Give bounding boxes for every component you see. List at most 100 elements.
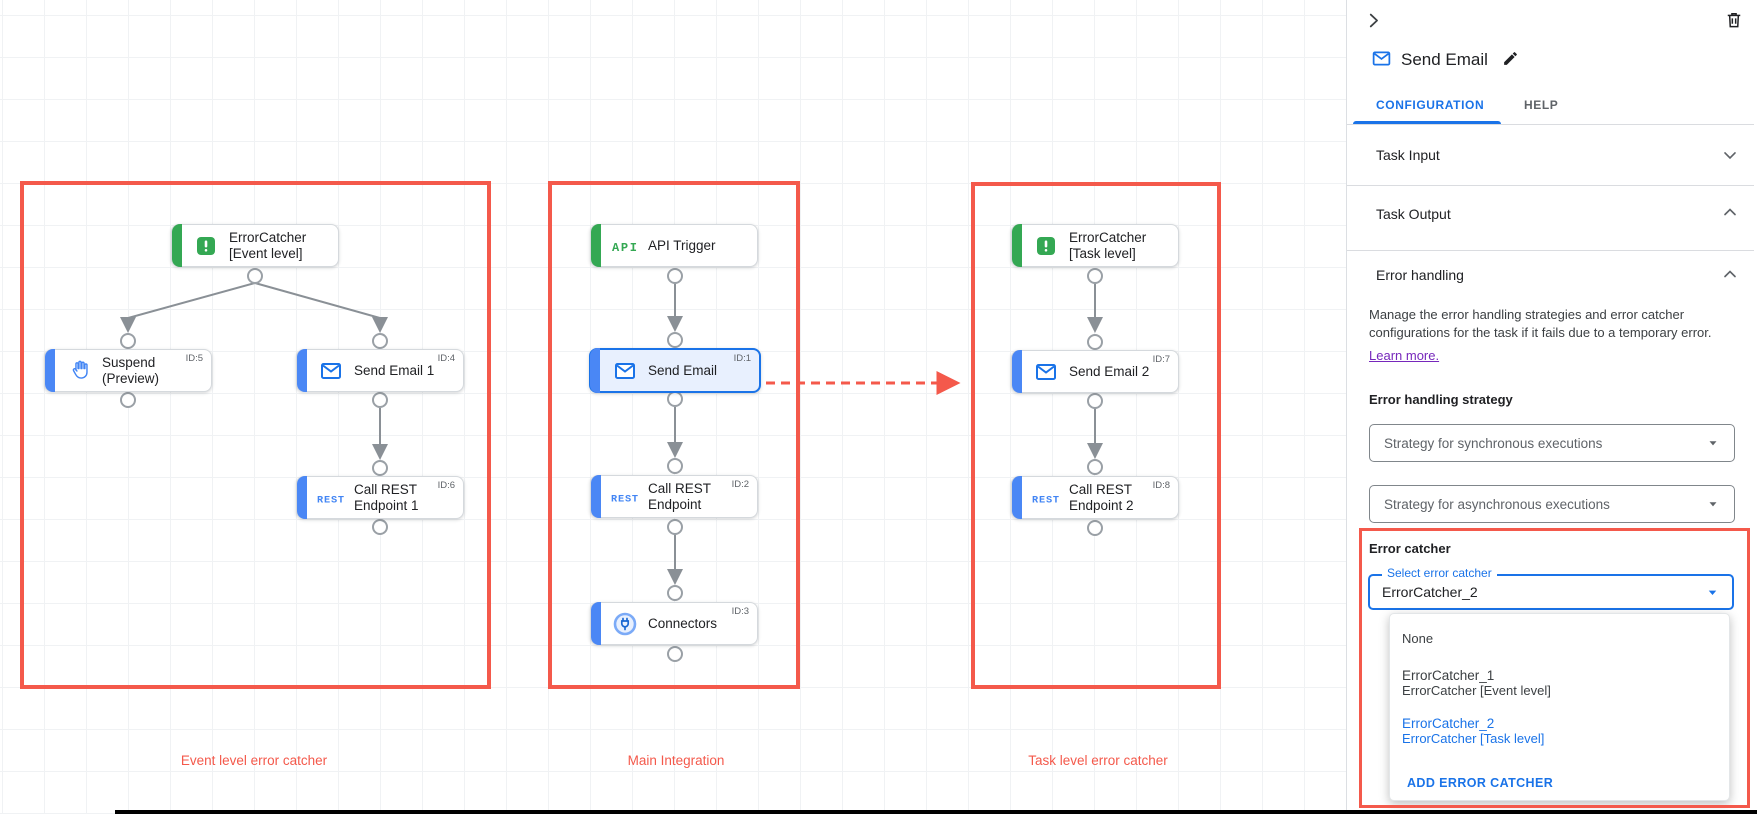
node-accent-bar (590, 348, 600, 393)
node-suspend[interactable]: Suspend(Preview) ID:5 (44, 349, 212, 392)
node-accent-bar (1012, 476, 1022, 519)
node-label: Connectors (648, 615, 718, 631)
dropdown-caret-icon (1709, 502, 1717, 507)
node-label: API Trigger (648, 237, 716, 253)
section-error-handling[interactable]: Error handling (1347, 251, 1754, 297)
select-error-catcher[interactable]: ErrorCatcher_2 (1368, 574, 1734, 610)
svg-text:REST: REST (317, 494, 344, 506)
section-label: Task Output (1376, 206, 1451, 222)
menu-option-errorcatcher-1[interactable]: ErrorCatcher_1 ErrorCatcher [Event level… (1402, 668, 1721, 698)
error-catcher-icon (192, 234, 220, 258)
section-label: Task Input (1376, 147, 1440, 163)
add-error-catcher-label: ADD ERROR CATCHER (1407, 776, 1554, 790)
api-icon: API (611, 237, 639, 255)
tab-configuration[interactable]: CONFIGURATION (1376, 98, 1485, 112)
node-accent-bar (1012, 350, 1022, 393)
node-id-badge: ID:2 (731, 479, 749, 490)
node-id-badge: ID:3 (731, 606, 749, 617)
node-accent-bar (591, 224, 601, 267)
node-label: ErrorCatcher[Task level] (1069, 229, 1147, 261)
chevron-up-icon[interactable] (1720, 202, 1740, 227)
node-errorcatcher-task-level[interactable]: ErrorCatcher[Task level] (1011, 224, 1179, 267)
sync-strategy-dropdown[interactable]: Strategy for synchronous executions (1369, 424, 1735, 462)
dropdown-caret-icon (1709, 441, 1717, 446)
svg-text:REST: REST (1032, 494, 1059, 506)
error-catcher-label: Error catcher (1369, 541, 1451, 556)
node-accent-bar (297, 476, 307, 519)
chevron-down-icon[interactable] (1720, 145, 1740, 170)
section-task-output[interactable]: Task Output (1347, 186, 1754, 250)
menu-option-detail: ErrorCatcher [Event level] (1402, 683, 1551, 698)
mail-icon (317, 359, 345, 383)
menu-option-detail: ErrorCatcher [Task level] (1402, 731, 1545, 746)
divider (1347, 124, 1754, 125)
section-task-input[interactable]: Task Input (1347, 125, 1754, 185)
error-handling-strategy-label: Error handling strategy (1369, 392, 1513, 407)
node-send-email-selected[interactable]: Send Email ID:1 (589, 348, 761, 393)
rest-icon: REST (611, 488, 639, 506)
group-label-task-level: Task level error catcher (1028, 753, 1168, 768)
node-accent-bar (297, 349, 307, 392)
node-label: Send Email 2 (1069, 363, 1150, 379)
async-strategy-dropdown[interactable]: Strategy for asynchronous executions (1369, 485, 1735, 523)
node-api-trigger[interactable]: API API Trigger (590, 224, 758, 267)
node-label: Send Email 1 (354, 362, 435, 378)
svg-text:API: API (612, 241, 637, 255)
svg-text:REST: REST (611, 493, 638, 505)
mail-icon (1371, 48, 1392, 74)
selected-error-catcher-value: ErrorCatcher_2 (1382, 584, 1478, 600)
node-id-badge: ID:8 (1152, 480, 1170, 491)
dropdown-caret-icon (1708, 590, 1717, 595)
node-id-badge: ID:1 (733, 353, 751, 364)
async-strategy-value: Strategy for asynchronous executions (1384, 496, 1610, 512)
node-label: Suspend(Preview) (102, 354, 160, 386)
node-id-badge: ID:7 (1152, 354, 1170, 365)
node-label: ErrorCatcher[Event level] (229, 229, 307, 261)
screenshot-bottom-edge (115, 810, 1757, 814)
menu-option-none[interactable]: None (1402, 631, 1721, 646)
node-errorcatcher-event-level[interactable]: ErrorCatcher[Event level] (171, 224, 339, 267)
error-catcher-menu: None ErrorCatcher_1 ErrorCatcher [Event … (1389, 613, 1730, 801)
tab-help[interactable]: HELP (1524, 98, 1559, 112)
connector-line (120, 282, 256, 333)
section-label: Error handling (1376, 267, 1464, 283)
node-id-badge: ID:5 (185, 353, 203, 364)
delete-task-icon[interactable] (1724, 10, 1744, 35)
edit-title-icon[interactable] (1502, 50, 1519, 72)
mail-icon (611, 359, 639, 383)
mail-icon (1032, 360, 1060, 384)
chevron-up-icon[interactable] (1720, 264, 1740, 289)
main-integration-group-outline (548, 181, 800, 689)
collapse-panel-icon[interactable] (1364, 11, 1383, 35)
workflow-canvas[interactable]: ErrorCatcher[Event level] Suspend(Previe… (0, 0, 1346, 814)
error-catcher-icon (1032, 234, 1060, 258)
divider (1347, 185, 1754, 186)
select-error-catcher-floating-label: Select error catcher (1382, 566, 1497, 580)
node-send-email-1[interactable]: Send Email 1 ID:4 (296, 349, 464, 392)
connection-points[interactable] (120, 268, 1103, 662)
connector-icon (611, 611, 639, 637)
group-label-main-integration: Main Integration (627, 753, 725, 768)
rest-icon: REST (1032, 489, 1060, 507)
node-connectors[interactable]: Connectors ID:3 (590, 602, 758, 645)
error-handling-description: Manage the error handling strategies and… (1369, 307, 1712, 341)
panel-title: Send Email (1401, 50, 1488, 69)
node-accent-bar (172, 224, 182, 267)
connector-line (254, 282, 388, 333)
menu-option-name: ErrorCatcher_1 (1402, 668, 1495, 683)
learn-more-link[interactable]: Learn more. (1369, 348, 1440, 363)
node-accent-bar (45, 349, 55, 392)
node-send-email-2[interactable]: Send Email 2 ID:7 (1011, 350, 1179, 393)
flow-connectors-layer (20, 181, 1221, 689)
event-level-group-outline (20, 181, 491, 689)
add-error-catcher-button[interactable]: ADD ERROR CATCHER (1407, 774, 1721, 792)
menu-option-errorcatcher-2[interactable]: ErrorCatcher_2 ErrorCatcher [Task level] (1402, 716, 1721, 746)
task-config-panel: Send Email CONFIGURATION HELP Task Input… (1346, 0, 1759, 814)
group-label-event-level: Event level error catcher (180, 753, 328, 768)
